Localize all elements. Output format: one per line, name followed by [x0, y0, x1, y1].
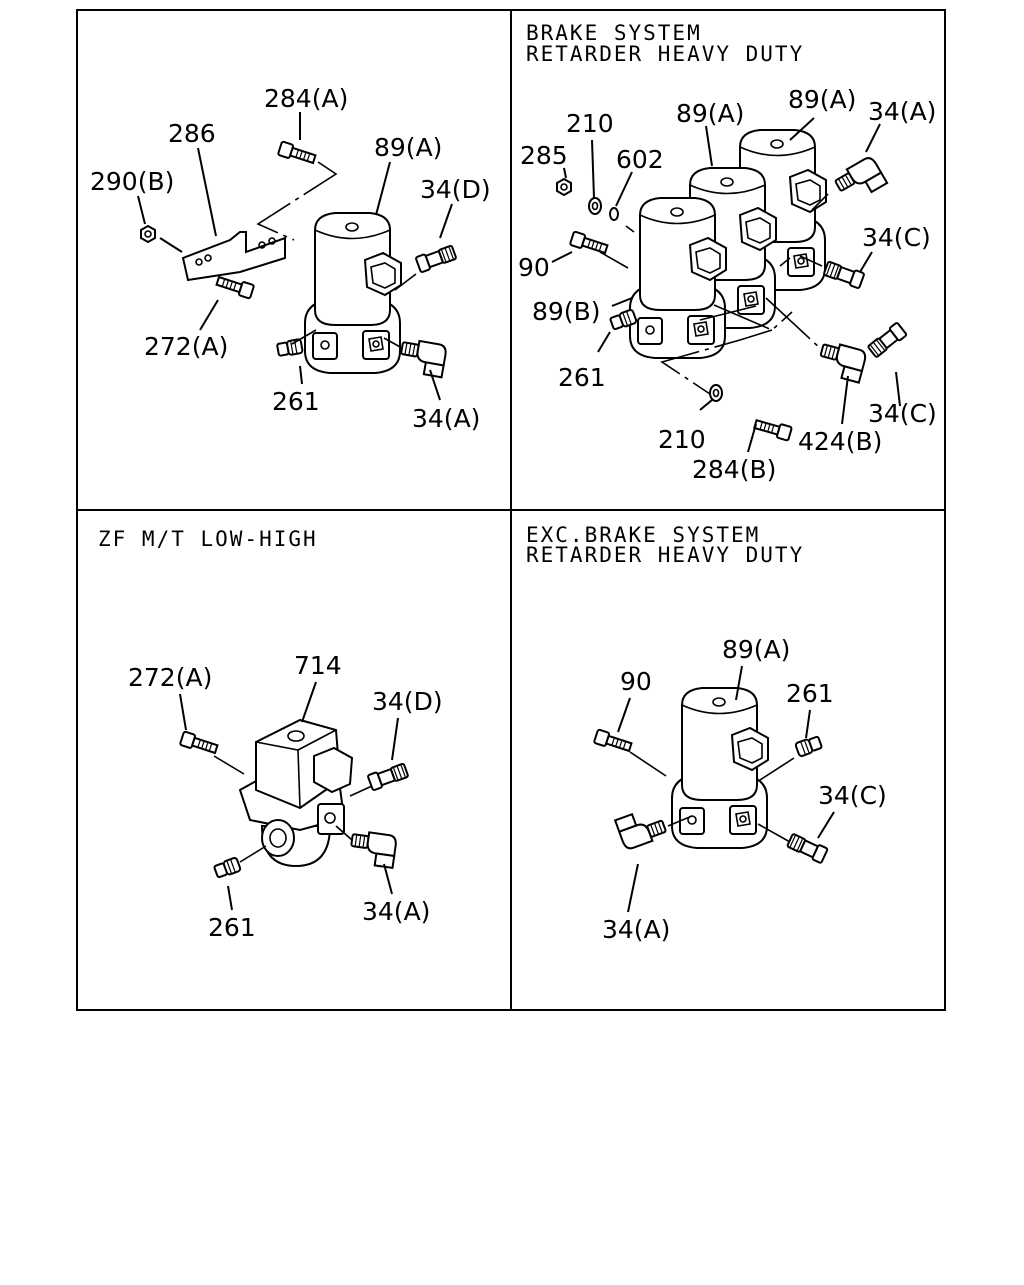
label-34c-upper: 34(C) [862, 223, 931, 252]
label-261: 261 [786, 679, 834, 708]
label-272a: 272(A) [144, 332, 228, 361]
label-210-lower: 210 [658, 425, 706, 454]
label-34a: 34(A) [362, 897, 430, 926]
nut-285 [556, 178, 572, 196]
bolt-284b [752, 416, 793, 442]
fitting-34d [414, 243, 458, 274]
label-89a-rear: 89(A) [788, 85, 856, 114]
label-34d: 34(D) [420, 175, 491, 204]
label-89a: 89(A) [722, 635, 790, 664]
elbow-34a [397, 337, 449, 379]
label-602: 602 [616, 145, 664, 174]
label-714: 714 [294, 651, 342, 680]
label-285: 285 [520, 141, 568, 170]
label-89b: 89(B) [532, 297, 600, 326]
label-261: 261 [558, 363, 606, 392]
elbow-34a [347, 829, 398, 869]
label-89a-middle: 89(A) [676, 99, 744, 128]
label-290b: 290(B) [90, 167, 174, 196]
fitting-34c-upper [822, 259, 866, 290]
solenoid-valve-714 [238, 718, 354, 868]
solenoid-valve-89b-front [629, 197, 727, 359]
fitting-34d [366, 761, 410, 792]
plug-261 [794, 734, 824, 758]
nut-290b [140, 225, 156, 243]
label-284a: 284(A) [264, 84, 348, 113]
label-34d: 34(D) [372, 687, 443, 716]
bolt-272a [178, 730, 220, 757]
label-210-upper: 210 [566, 109, 614, 138]
o-ring-602 [609, 207, 619, 221]
panel2-header-line1: BRAKE SYSTEM [526, 21, 702, 45]
plug-261 [275, 337, 304, 358]
label-90: 90 [620, 667, 652, 696]
washer-210-lower [709, 384, 723, 402]
panel4-header-line1: EXC.BRAKE SYSTEM [526, 523, 760, 547]
elbow-424b [815, 339, 869, 384]
label-286: 286 [168, 119, 216, 148]
elbow-34a-top [832, 154, 889, 207]
panel-bottom-right: EXC.BRAKE SYSTEM RETARDER HEAVY DUTY 90 … [526, 523, 887, 944]
label-272a: 272(A) [128, 663, 212, 692]
panel3-header-line1: ZF M/T LOW-HIGH [98, 527, 318, 551]
panel2-header-line2: RETARDER HEAVY DUTY [526, 42, 804, 66]
solenoid-valve-89a [671, 687, 769, 849]
panel-top-left: 284(A) 286 89(A) 290(B) 34(D) 272(A) 261… [90, 84, 491, 433]
bolt-272a [214, 273, 256, 300]
label-261: 261 [208, 913, 256, 942]
solenoid-valve-89a [304, 212, 402, 374]
plug-261 [212, 856, 242, 880]
label-34a: 34(A) [868, 97, 936, 126]
panel-top-right: BRAKE SYSTEM RETARDER HEAVY DUTY [518, 21, 937, 484]
label-90: 90 [518, 253, 550, 282]
fitting-34c [785, 831, 829, 865]
label-34a: 34(A) [602, 915, 670, 944]
bolt-90 [592, 728, 634, 755]
label-34c-lower: 34(C) [868, 399, 937, 428]
panel-bottom-left: ZF M/T LOW-HIGH 272(A) 71 [98, 527, 443, 942]
label-424b: 424(B) [798, 427, 882, 456]
washer-210-upper [588, 197, 602, 215]
label-284b: 284(B) [692, 455, 776, 484]
panel4-header-line2: RETARDER HEAVY DUTY [526, 543, 804, 567]
fitting-34c-lower [866, 321, 908, 360]
elbow-34a [614, 804, 669, 852]
label-261: 261 [272, 387, 320, 416]
label-34a: 34(A) [412, 404, 480, 433]
bolt-284a [276, 140, 318, 167]
bolt-90 [568, 230, 610, 257]
label-89a: 89(A) [374, 133, 442, 162]
label-34c: 34(C) [818, 781, 887, 810]
